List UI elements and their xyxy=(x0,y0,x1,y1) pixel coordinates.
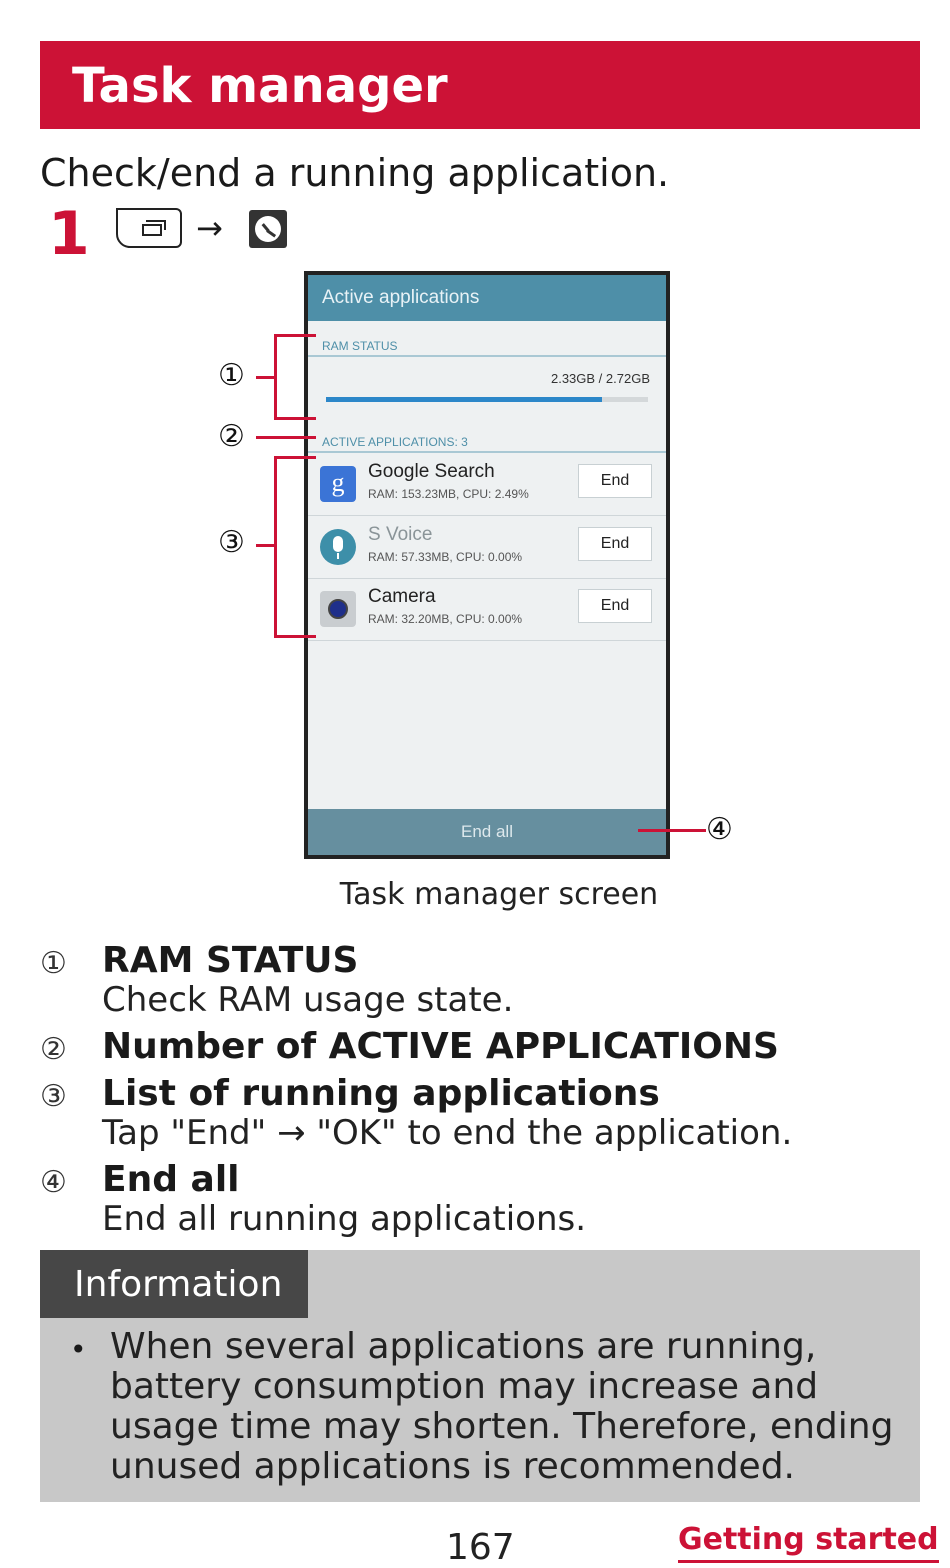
page-title: Task manager xyxy=(72,58,448,114)
callout-bracket-3 xyxy=(274,456,316,638)
step-arrow: → xyxy=(196,209,223,247)
title-bar xyxy=(40,41,920,129)
item-description: End all running applications. xyxy=(102,1199,587,1239)
callout-line-4 xyxy=(638,829,706,832)
app-info: RAM: 32.20MB, CPU: 0.00% xyxy=(368,612,523,626)
task-manager-screenshot: Active applications RAM STATUS 2.33GB / … xyxy=(304,271,670,859)
item-title: List of running applications xyxy=(102,1073,660,1114)
callout-line-2 xyxy=(256,436,316,439)
figure-caption: Task manager screen xyxy=(339,877,659,912)
callout-line-1 xyxy=(256,376,276,379)
divider xyxy=(308,451,666,453)
ram-usage-value: 2.33GB / 2.72GB xyxy=(550,371,650,386)
item-number: ④ xyxy=(40,1165,67,1200)
item-title: RAM STATUS xyxy=(102,940,359,981)
callout-2: ② xyxy=(218,419,245,454)
item-title: End all xyxy=(102,1159,240,1200)
app-name: Camera xyxy=(368,586,436,607)
google-search-icon: g xyxy=(320,466,356,502)
callout-4: ④ xyxy=(706,812,733,847)
information-heading: Information xyxy=(40,1250,308,1318)
app-row-google-search: g Google Search RAM: 153.23MB, CPU: 2.49… xyxy=(308,453,666,516)
app-info: RAM: 57.33MB, CPU: 0.00% xyxy=(368,550,523,564)
item-description: Tap "End" → "OK" to end the application. xyxy=(102,1113,793,1153)
item-number: ③ xyxy=(40,1079,67,1114)
callout-3: ③ xyxy=(218,525,245,560)
ram-status-label: RAM STATUS xyxy=(322,339,398,353)
page-number: 167 xyxy=(446,1527,515,1568)
callout-bracket-1 xyxy=(274,334,316,420)
active-applications-label: ACTIVE APPLICATIONS: 3 xyxy=(322,435,468,449)
app-name: S Voice xyxy=(368,524,433,545)
end-button[interactable]: End xyxy=(578,464,652,498)
app-info: RAM: 153.23MB, CPU: 2.49% xyxy=(368,487,529,501)
camera-icon xyxy=(320,591,356,627)
item-number: ② xyxy=(40,1032,67,1067)
divider xyxy=(308,355,666,357)
end-button[interactable]: End xyxy=(578,589,652,623)
screen-title: Active applications xyxy=(308,275,666,321)
section-link[interactable]: Getting started xyxy=(678,1522,939,1563)
ram-usage-bar xyxy=(326,397,648,402)
item-description: Check RAM usage state. xyxy=(102,980,514,1020)
callout-1: ① xyxy=(218,358,245,393)
bullet: • xyxy=(70,1333,87,1366)
s-voice-icon xyxy=(320,529,356,565)
task-manager-icon xyxy=(249,210,287,248)
ram-usage-fill xyxy=(326,397,602,402)
app-row-s-voice: S Voice RAM: 57.33MB, CPU: 0.00% End xyxy=(308,516,666,579)
app-name: Google Search xyxy=(368,461,495,482)
callout-line-3 xyxy=(256,544,276,547)
item-title: Number of ACTIVE APPLICATIONS xyxy=(102,1026,779,1067)
step-number: 1 xyxy=(48,199,90,269)
end-all-button[interactable]: End all xyxy=(308,809,666,855)
end-button[interactable]: End xyxy=(578,527,652,561)
app-row-camera: Camera RAM: 32.20MB, CPU: 0.00% End xyxy=(308,578,666,641)
phone-screen: Active applications RAM STATUS 2.33GB / … xyxy=(308,275,666,855)
intro-text: Check/end a running application. xyxy=(40,151,670,195)
information-text: When several applications are running, b… xyxy=(110,1326,894,1487)
recent-apps-key-icon xyxy=(116,208,182,248)
item-number: ① xyxy=(40,946,67,981)
